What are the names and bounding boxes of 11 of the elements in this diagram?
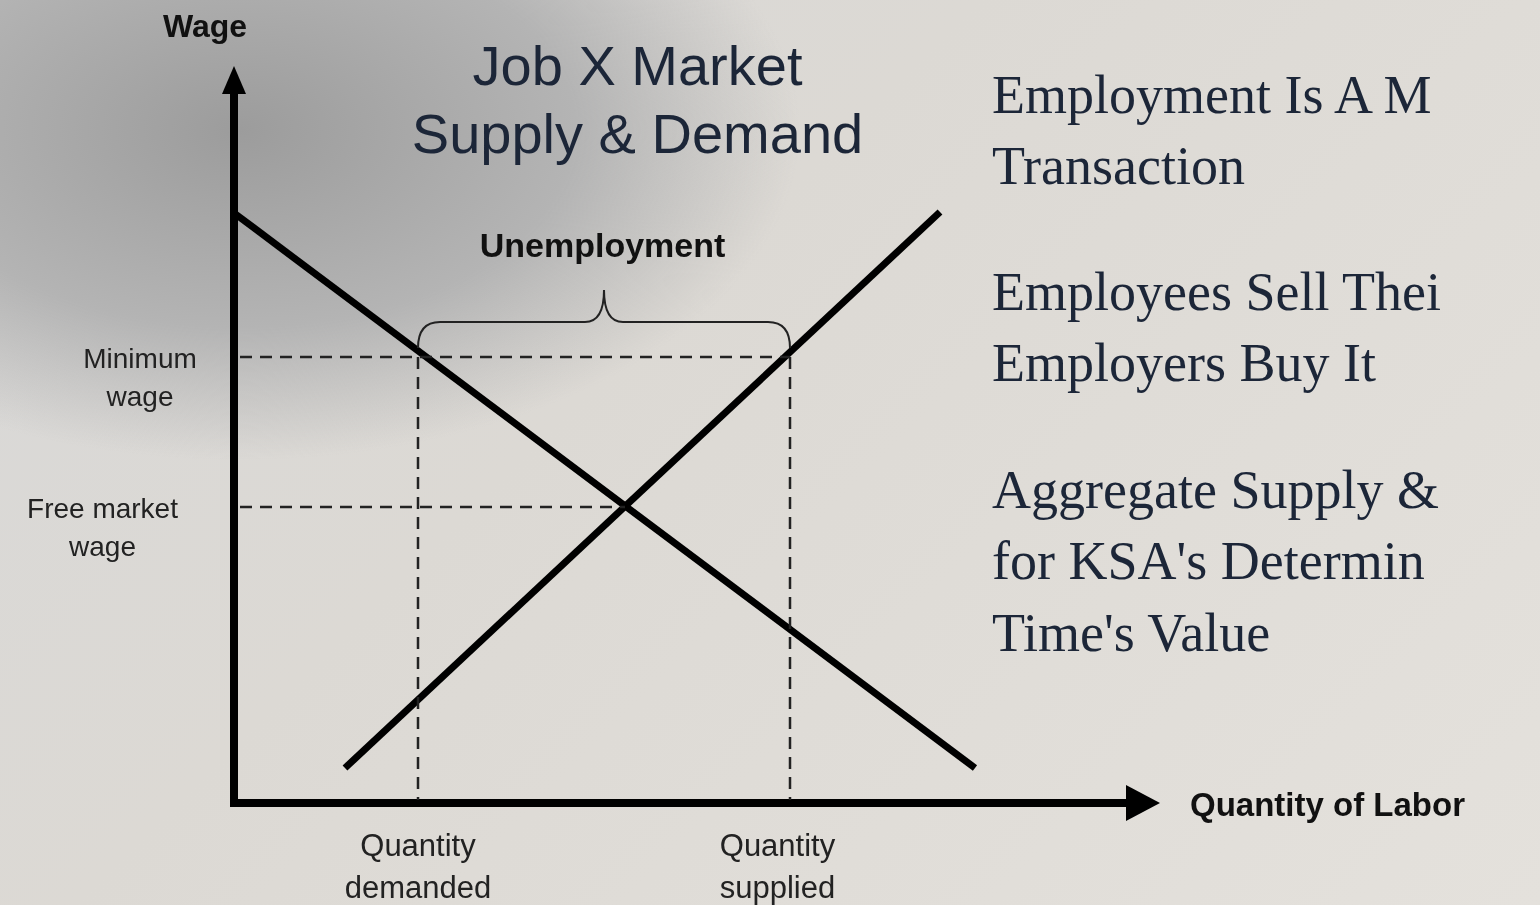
axis-title: Wage: [161, 8, 249, 45]
annotation: Unemployment: [478, 226, 727, 265]
chart-title: Job X Market Supply & Demand: [410, 33, 865, 167]
axis-title: Quantity of Labor: [1190, 786, 1466, 824]
bullet-text: Employees Sell Thei Employers Buy It: [992, 261, 1442, 396]
axis-label: Free market wage: [26, 492, 179, 564]
axis-label: Quantity supplied: [718, 827, 837, 905]
bullet-text: Aggregate Supply & for KSA's Determin Time's Value: [992, 459, 1440, 665]
bullet-text: Employment Is A M Transaction: [992, 64, 1433, 199]
axis-label: Minimum wage: [82, 342, 198, 414]
axis-label: Quantity demanded: [343, 827, 493, 905]
